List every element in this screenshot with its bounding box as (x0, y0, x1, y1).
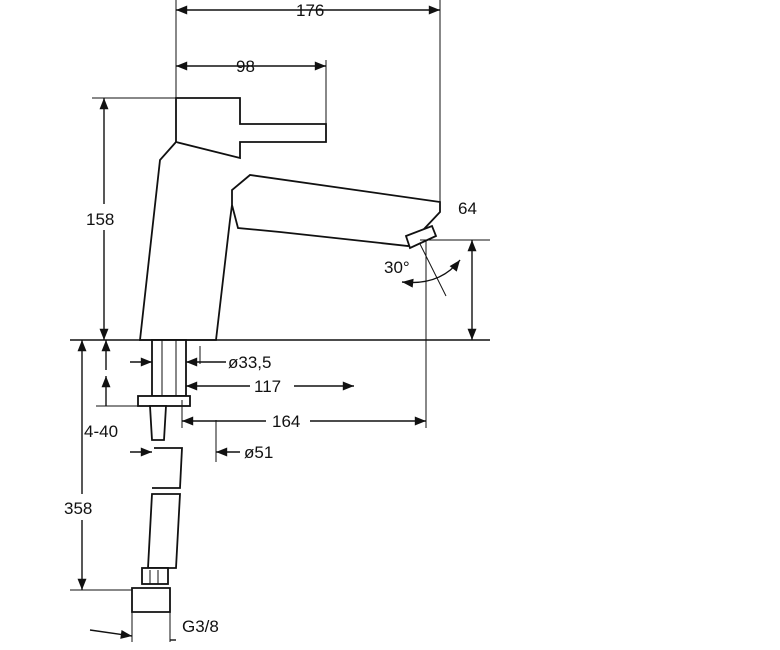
dim-164: 164 (181, 300, 427, 432)
hose-crimp (141, 567, 169, 585)
dim-d51: ø51 (130, 420, 273, 462)
dim-d33-5: ø33,5 (130, 346, 271, 372)
faucet-body (138, 97, 441, 341)
dim-158: 158 (86, 97, 176, 340)
dim-358: 358 (62, 340, 132, 591)
dim-g3-8: G3/8 (89, 612, 219, 642)
dim-d33-5-label: ø33,5 (228, 353, 271, 372)
dim-358-label: 358 (64, 499, 92, 518)
dim-176: 176 (175, 0, 441, 202)
hose-upper (152, 447, 183, 489)
dim-176-label: 176 (296, 1, 324, 20)
dim-64: 64 (420, 199, 490, 340)
dim-117: 117 (186, 375, 354, 397)
dim-4-40-label: 4-40 (84, 422, 118, 441)
inlet-fitting (149, 405, 167, 441)
hose-nut (131, 587, 171, 613)
dim-117-label: 117 (254, 377, 281, 396)
dim-d51-label: ø51 (244, 443, 273, 462)
dim-g3-8-label: G3/8 (182, 617, 219, 636)
dim-64-label: 64 (458, 199, 477, 218)
aerator (404, 224, 438, 250)
spout-body (138, 141, 441, 341)
hose-lower (147, 493, 181, 569)
under-deck-assembly (131, 339, 191, 613)
dim-158-label: 158 (86, 210, 114, 229)
dim-98-label: 98 (236, 57, 255, 76)
angle-30: 30° (384, 240, 461, 300)
dim-164-label: 164 (272, 412, 300, 431)
shank (151, 339, 187, 397)
dim-4-40: 4-40 (84, 340, 138, 441)
lever-handle (175, 97, 327, 160)
dim-98: 98 (176, 57, 327, 124)
angle-30-label: 30° (384, 258, 410, 277)
